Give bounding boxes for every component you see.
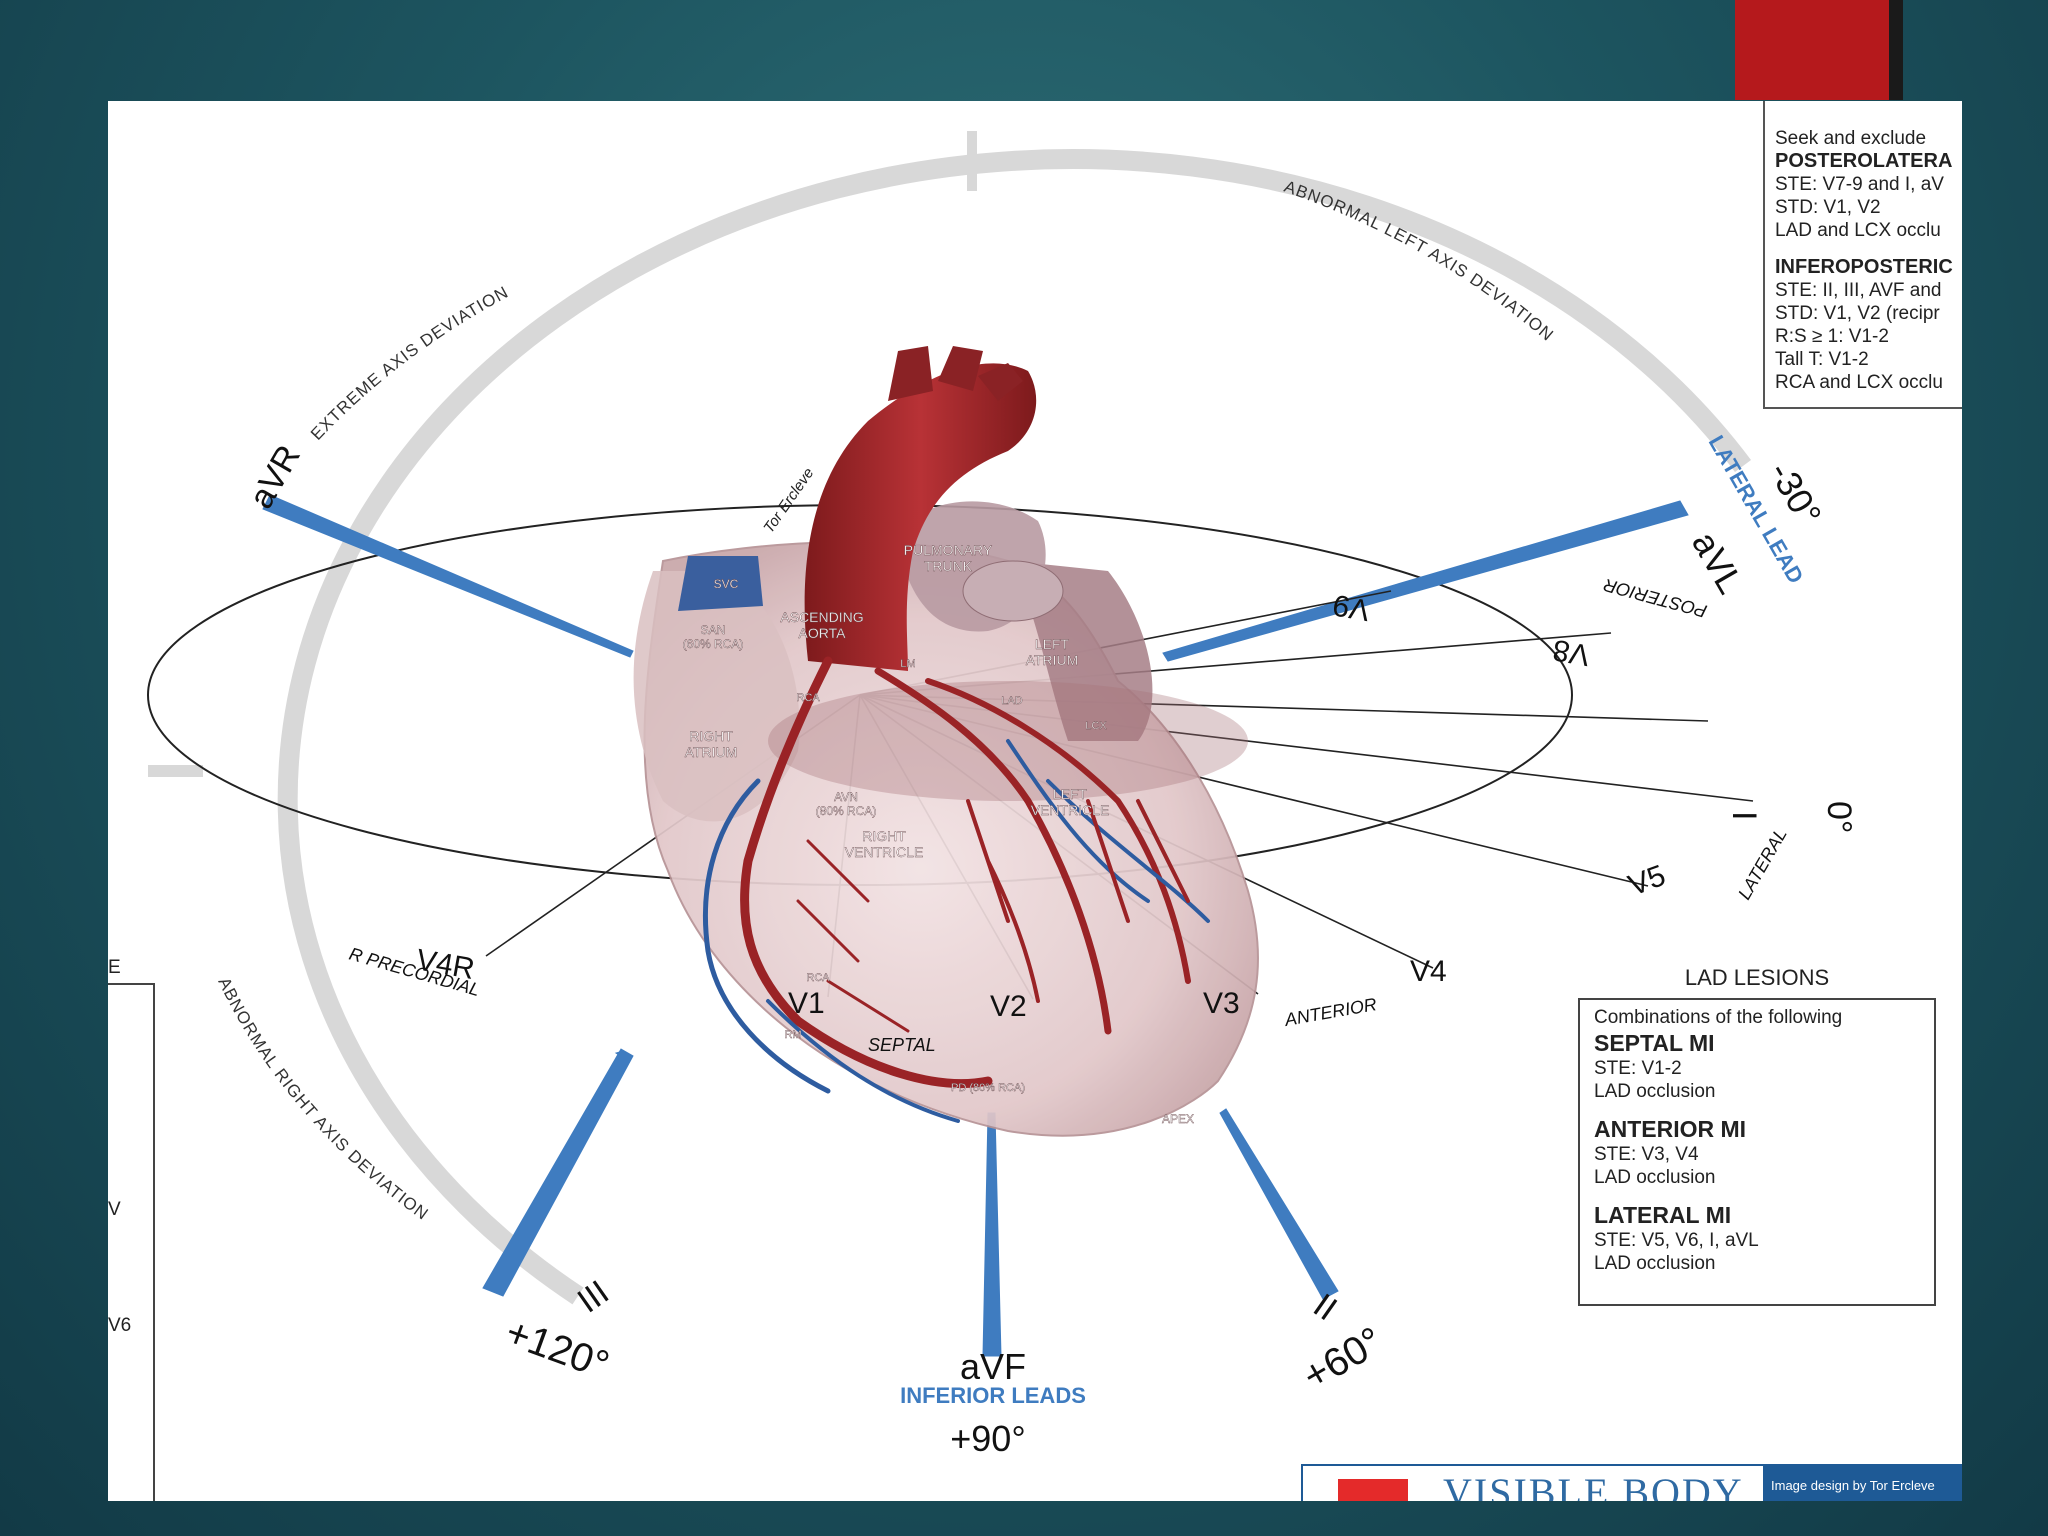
lad-intro: Combinations of the following bbox=[1594, 1006, 1934, 1029]
label-v1: V1 bbox=[788, 987, 825, 1020]
anterior-mi-ste: STE: V3, V4 bbox=[1594, 1143, 1934, 1166]
anterior-mi-title: ANTERIOR MI bbox=[1594, 1115, 1934, 1143]
lad-lesions-title: LAD LESIONS bbox=[1578, 965, 1936, 991]
label-lateral: LATERAL bbox=[1734, 825, 1791, 903]
label-right-ventricle-2: VENTRICLE bbox=[845, 844, 924, 860]
label-left-ventricle-2: VENTRICLE bbox=[1031, 802, 1110, 818]
label-right-ventricle-1: RIGHT bbox=[862, 828, 906, 844]
label-avl: aVL bbox=[1684, 525, 1752, 601]
ray-ii bbox=[1220, 1109, 1338, 1299]
label-ascending: ASCENDING bbox=[780, 609, 863, 625]
visible-body-logo: VISIBLE BODY bbox=[1443, 1469, 1744, 1501]
label-trunk: TRUNK bbox=[924, 558, 973, 574]
septal-mi-ste: STE: V1-2 bbox=[1594, 1057, 1934, 1080]
label-v4: V4 bbox=[1410, 955, 1447, 988]
panel-posterolateral-title: POSTEROLATERA bbox=[1775, 150, 1962, 173]
label-inferior-leads: INFERIOR LEADS bbox=[900, 1383, 1086, 1408]
label-i-angle: 0° bbox=[1820, 801, 1858, 834]
panel-intro: Seek and exclude bbox=[1775, 127, 1962, 150]
label-iii-angle: +120° bbox=[500, 1310, 615, 1388]
label-ii-angle: +60° bbox=[1296, 1319, 1391, 1399]
label-lead-ii: II bbox=[1306, 1286, 1343, 1328]
lad-lesions-box: Combinations of the following SEPTAL MI … bbox=[1578, 998, 1936, 1306]
ring-tick-top bbox=[967, 131, 977, 191]
slide-image: EXTREME AXIS DEVIATION ABNORMAL LEFT AXI… bbox=[108, 101, 1962, 1501]
label-v9: V9 bbox=[1330, 588, 1372, 627]
label-pulmonary: PULMONARY bbox=[904, 542, 993, 558]
slide-accent-tab bbox=[1735, 0, 1889, 100]
label-aorta: AORTA bbox=[799, 625, 847, 641]
svg-text:EXTREME AXIS DEVIATION: EXTREME AXIS DEVIATION bbox=[307, 282, 512, 443]
label-avf-angle: +90° bbox=[950, 1418, 1025, 1459]
label-rm: RM bbox=[784, 1029, 801, 1041]
panel-ip-line3: R:S ≥ 1: V1-2 bbox=[1775, 325, 1962, 348]
ray-iii-long bbox=[483, 1049, 633, 1296]
slide-accent-shadow bbox=[1889, 0, 1903, 100]
lateral-mi-occlusion: LAD occlusion bbox=[1594, 1252, 1934, 1275]
lateral-mi-title: LATERAL MI bbox=[1594, 1201, 1934, 1229]
panel-pl-line2: STD: V1, V2 bbox=[1775, 196, 1962, 219]
pulmonary-opening bbox=[963, 561, 1063, 621]
label-rca-top: RCA bbox=[796, 692, 820, 704]
label-lead-i: I bbox=[1725, 811, 1763, 820]
label-san: SAN bbox=[701, 623, 726, 637]
extreme-axis-label: EXTREME AXIS DEVIATION bbox=[307, 282, 512, 443]
label-lead-iii: III bbox=[571, 1273, 616, 1320]
anterior-mi-occlusion: LAD occlusion bbox=[1594, 1166, 1934, 1189]
label-right-atrium-2: ATRIUM bbox=[685, 744, 738, 760]
label-lad: LAD bbox=[1001, 695, 1022, 707]
label-pd: PD (80% RCA) bbox=[951, 1082, 1025, 1094]
label-posterior: POSTERIOR bbox=[1601, 575, 1709, 622]
label-lcx: LCX bbox=[1085, 720, 1107, 732]
label-septal: SEPTAL bbox=[868, 1035, 936, 1055]
label-avf: aVF bbox=[960, 1346, 1026, 1387]
label-avn: AVN bbox=[834, 790, 858, 804]
panel-ip-line1: STE: II, III, AVF and bbox=[1775, 279, 1962, 302]
visible-body-cross-icon bbox=[1338, 1479, 1408, 1501]
label-svc: SVC bbox=[714, 577, 739, 591]
artist-signature: Tor Ercleve bbox=[760, 465, 817, 536]
label-san-sub: (60% RCA) bbox=[683, 637, 744, 651]
left-cropped-panel bbox=[108, 983, 155, 1501]
label-left-atrium-1: LEFT bbox=[1035, 636, 1070, 652]
panel-inferoposterior-title: INFEROPOSTERIC bbox=[1775, 256, 1962, 279]
panel-pl-line3: LAD and LCX occlu bbox=[1775, 219, 1962, 242]
label-avn-sub: (80% RCA) bbox=[816, 804, 877, 818]
label-v2: V2 bbox=[990, 990, 1027, 1023]
label-left-ventricle-1: LEFT bbox=[1053, 786, 1088, 802]
ring-tick-left bbox=[148, 765, 203, 777]
label-lm: LM bbox=[900, 658, 915, 670]
septal-mi-title: SEPTAL MI bbox=[1594, 1029, 1934, 1057]
panel-ip-line4: Tall T: V1-2 bbox=[1775, 348, 1962, 371]
left-fragment-v: V bbox=[108, 1199, 121, 1221]
posterolateral-panel: Seek and exclude POSTEROLATERA STE: V7-9… bbox=[1763, 101, 1962, 409]
panel-pl-line1: STE: V7-9 and I, aV bbox=[1775, 173, 1962, 196]
label-right-atrium-1: RIGHT bbox=[689, 728, 733, 744]
left-fragment-e: E bbox=[108, 957, 121, 979]
label-v8: V8 bbox=[1550, 633, 1592, 672]
septal-mi-occlusion: LAD occlusion bbox=[1594, 1080, 1934, 1103]
label-avr: aVR bbox=[242, 439, 308, 515]
left-fragment-v6: V6 bbox=[108, 1315, 131, 1337]
label-v5: V5 bbox=[1624, 859, 1670, 903]
image-credit: Image design by Tor Ercleve bbox=[1763, 1464, 1962, 1501]
ray-avf bbox=[983, 1113, 1001, 1356]
panel-ip-line5: RCA and LCX occlu bbox=[1775, 371, 1962, 394]
lateral-mi-ste: STE: V5, V6, I, aVL bbox=[1594, 1229, 1934, 1252]
label-left-atrium-2: ATRIUM bbox=[1026, 652, 1079, 668]
label-anterior: ANTERIOR bbox=[1282, 994, 1378, 1030]
panel-ip-line2: STD: V1, V2 (recipr bbox=[1775, 302, 1962, 325]
label-apex: APEX bbox=[1162, 1112, 1194, 1126]
label-rca: RCA bbox=[806, 972, 830, 984]
label-v3: V3 bbox=[1203, 987, 1240, 1020]
